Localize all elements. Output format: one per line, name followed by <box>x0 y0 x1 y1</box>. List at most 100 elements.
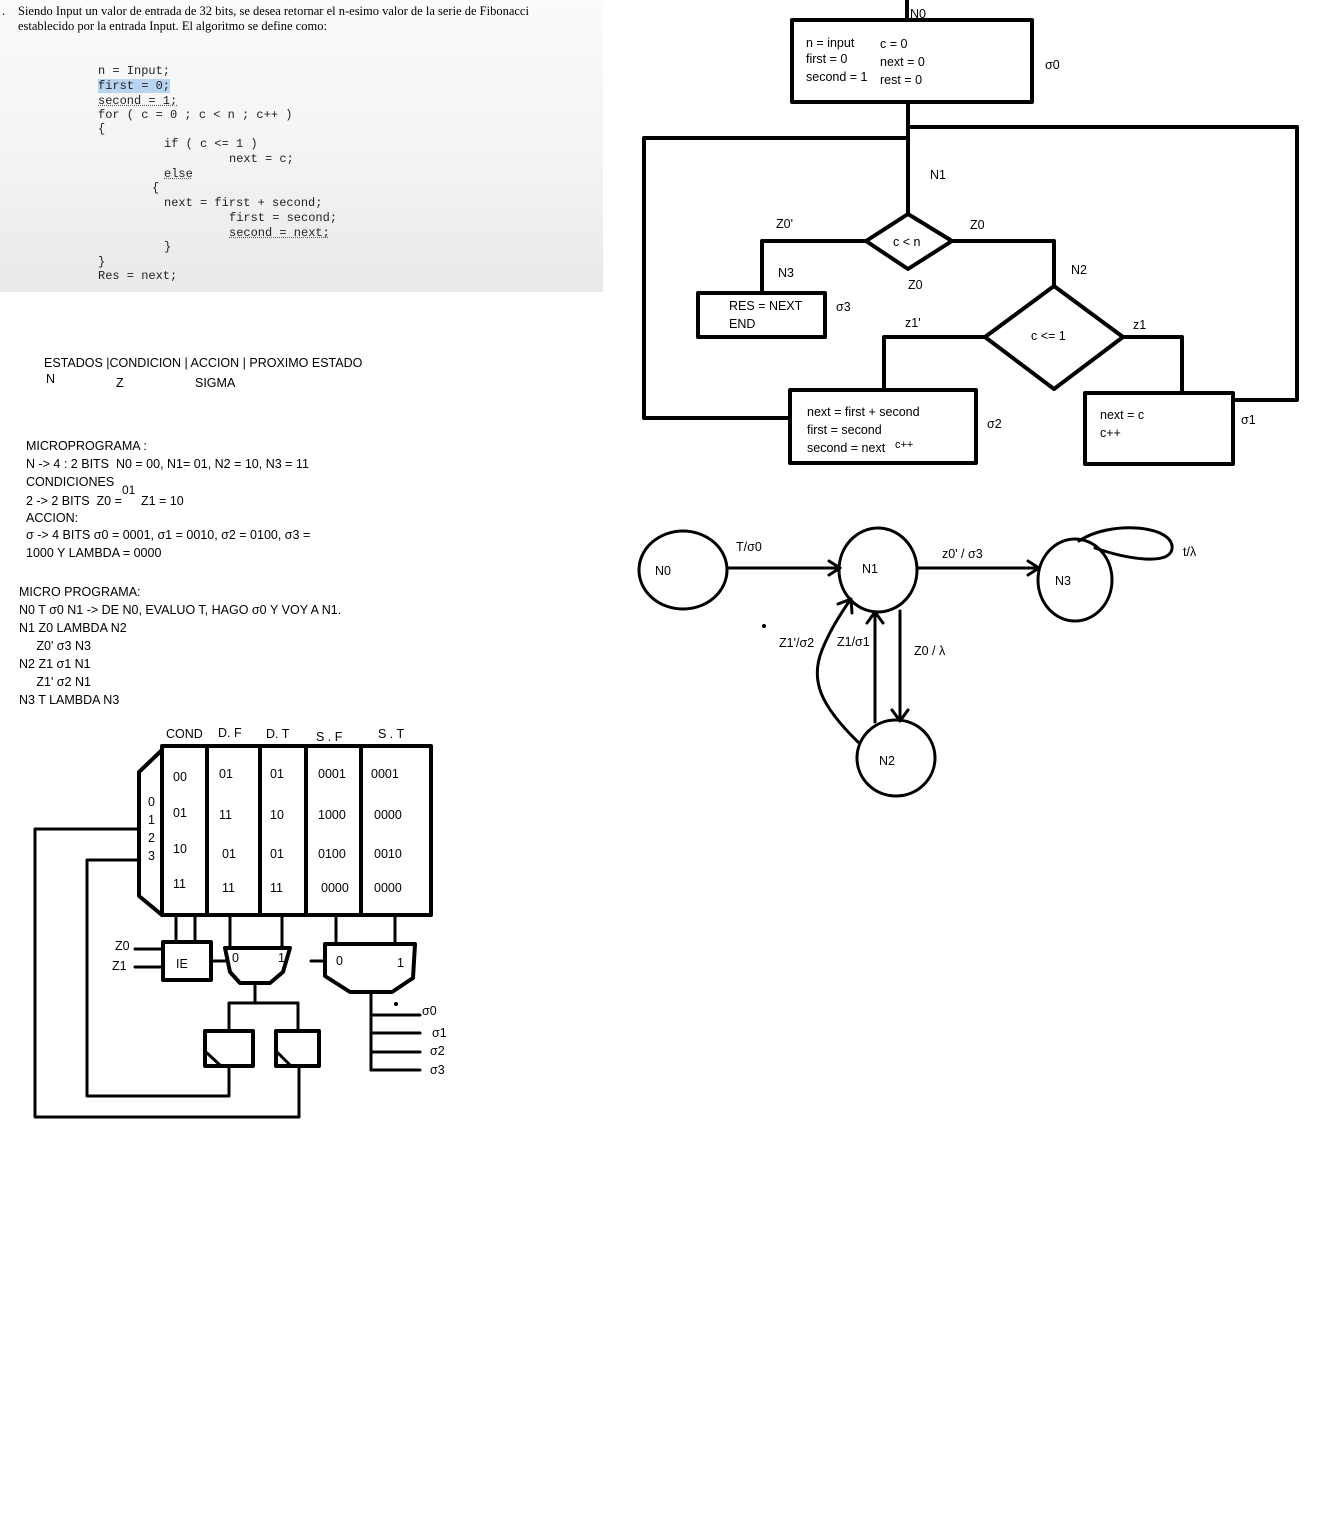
else-loop-line <box>642 136 910 420</box>
rom-address: 2 <box>148 831 155 845</box>
init-text: first = 0 <box>806 52 847 66</box>
transition-label: Z0 / λ <box>914 644 946 658</box>
state-encoding-line: N -> 4 : 2 BITS N0 = 00, N1= 01, N2 = 10… <box>26 457 309 471</box>
output-mux <box>309 913 422 1072</box>
rom-cell: 01 <box>219 767 233 781</box>
problem-line-1: Siendo Input un valor de entrada de 32 b… <box>18 4 529 18</box>
mux-label: 1 <box>397 956 404 970</box>
else-text: first = second <box>807 423 882 437</box>
rom-cell: 01 <box>173 806 187 820</box>
micro-program-line: N2 Z1 σ1 N1 <box>19 657 91 671</box>
state-diagram: N0 N1 N3 N2 T/σ0 z0' / σ3 t/λ Z0 / λ Z1/… <box>637 526 1197 798</box>
decision-c-lt-n <box>864 212 954 271</box>
code-line: next = c; <box>229 152 294 166</box>
flow-label: Z0 <box>970 218 985 232</box>
problem-line-2: establecido por la entrada Input. El alg… <box>18 19 327 33</box>
transition-n2-n1-z1p <box>815 597 860 744</box>
input-z0: Z0 <box>115 939 130 953</box>
if-text: next = c <box>1100 408 1144 422</box>
transition-n0-n1 <box>725 559 842 577</box>
rom-cell: 01 <box>222 847 236 861</box>
output-sigma1: σ1 <box>432 1026 447 1040</box>
flow-sigma2: σ2 <box>987 417 1002 431</box>
decision-text: c <= 1 <box>1031 329 1066 343</box>
table-col-z: Z <box>116 376 124 390</box>
rom-cell: 0000 <box>374 808 402 822</box>
code-line: first = second; <box>229 211 338 225</box>
rom-cell: 1000 <box>318 808 346 822</box>
rom-circuit: COND D. F D. T S . F S . T 0 1 2 3 00 01… <box>33 726 447 1119</box>
rom-cell: 00 <box>173 770 187 784</box>
rom-cell: 11 <box>173 877 186 891</box>
code-line: n = Input; <box>98 64 171 78</box>
code-line: } <box>98 255 106 269</box>
state-label: N2 <box>879 754 895 768</box>
rom-cell: 01 <box>270 847 284 861</box>
transition-label: t/λ <box>1183 545 1197 559</box>
else-cpp: c++ <box>895 439 913 451</box>
code-line: { <box>152 181 160 195</box>
transition-label: Z1/σ1 <box>837 635 870 649</box>
input-z1: Z1 <box>112 959 127 973</box>
next-state-mux <box>223 913 300 1033</box>
end-text: RES = NEXT <box>729 299 803 313</box>
state-n2 <box>855 718 937 798</box>
micro-program-title: MICRO PROGRAMA: <box>19 585 141 599</box>
flow-n2: N2 <box>1071 263 1087 277</box>
transition-n1-n3 <box>915 559 1041 577</box>
decision-c-le-1 <box>983 284 1125 391</box>
rom-cell: 0010 <box>374 847 402 861</box>
flow-sigma1: σ1 <box>1241 413 1256 427</box>
micro-program-line: N1 Z0 LAMBDA N2 <box>19 621 127 635</box>
state-n3 <box>1036 537 1114 623</box>
rom-cell: 0001 <box>318 767 346 781</box>
rom-cell: 10 <box>173 842 187 856</box>
init-text: c = 0 <box>880 37 907 51</box>
condition-selector <box>133 913 213 982</box>
rom-header-df: D. F <box>218 726 242 740</box>
rom-address: 1 <box>148 813 155 827</box>
init-text: next = 0 <box>880 55 925 69</box>
code-line: } <box>164 240 172 254</box>
rom-header-dt: D. T <box>266 727 290 741</box>
flow-label: Z0' <box>776 217 793 231</box>
rom-cell: 11 <box>270 881 283 895</box>
code-line: else <box>164 167 193 181</box>
microprograma-title: MICROPROGRAMA : <box>26 439 147 453</box>
address-feedback-wires <box>33 827 301 1119</box>
flow-sigma3: σ3 <box>836 300 851 314</box>
if-box <box>1083 391 1235 466</box>
transition-label: Z1'/σ2 <box>779 636 814 650</box>
micro-program-line: N0 T σ0 N1 -> DE N0, EVALUO T, HAGO σ0 Y… <box>19 603 342 617</box>
decision-text: c < n <box>893 235 920 249</box>
code-line: second = 1; <box>98 94 178 108</box>
if-text: c++ <box>1100 426 1121 440</box>
code-line: first = 0; <box>98 79 171 93</box>
code-line: second = next; <box>229 226 330 240</box>
output-sigma3: σ3 <box>430 1063 445 1077</box>
problem-scan: . Siendo Input un valor de entrada de 32… <box>0 0 603 292</box>
code-line: Res = next; <box>98 269 178 283</box>
init-text: n = input <box>806 36 855 50</box>
table-col-n: N <box>46 372 56 386</box>
rom-cell: 0100 <box>318 847 346 861</box>
action-encoding-line-2: 1000 Y LAMBDA = 0000 <box>26 546 162 560</box>
transition-n1-n2 <box>890 609 910 723</box>
if-loop-line <box>906 125 1299 402</box>
rom-cell: 0000 <box>374 881 402 895</box>
action-title: ACCION: <box>26 511 79 525</box>
mux-label: 0 <box>336 954 343 968</box>
flow-n1: N1 <box>930 168 946 182</box>
init-box <box>790 18 1034 104</box>
transition-label: T/σ0 <box>736 540 762 554</box>
table-col-sigma: SIGMA <box>195 376 236 390</box>
rom-cell: 01 <box>270 767 284 781</box>
address-decoder <box>137 748 164 917</box>
flow-label: Z0 <box>908 278 923 292</box>
table-header-line: ESTADOS |CONDICION | ACCION | PROXIMO ES… <box>44 356 363 370</box>
rom-cell: 0001 <box>371 767 399 781</box>
mux-label: 0 <box>232 951 239 965</box>
code-line: for ( c = 0 ; c < n ; c++ ) <box>98 108 293 122</box>
flow-sigma0: σ0 <box>1045 58 1060 72</box>
micro-program-line: Z1' σ2 N1 <box>19 675 91 689</box>
